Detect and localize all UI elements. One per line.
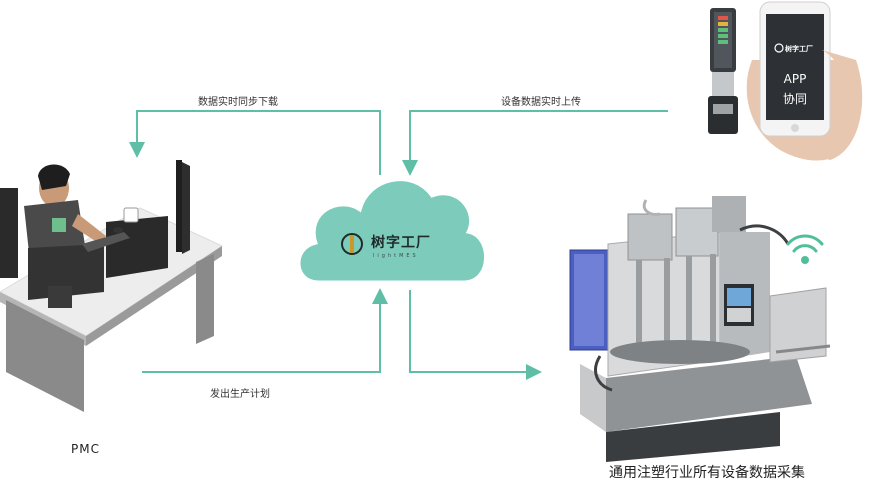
phone-logo: 树字工厂	[785, 45, 813, 53]
sync-down-label: 数据实时同步下载	[198, 97, 278, 108]
plan-arrow	[142, 288, 388, 373]
cloud-brand-sub: lightMES	[373, 253, 419, 259]
sync-down-arrow	[129, 110, 381, 175]
phone-app-line2: 协同	[782, 92, 807, 106]
upload-arrow	[402, 110, 668, 176]
phone-app-line1: APP	[783, 72, 807, 86]
cloud-brand: 树字工厂	[371, 235, 431, 251]
pmc-label: PMC	[71, 442, 100, 456]
upload-label: 设备数据实时上传	[501, 97, 581, 108]
plan-label: 发出生产计划	[210, 389, 270, 400]
phone-logo-icon	[774, 43, 784, 53]
caption: 通用注塑行业所有设备数据采集	[609, 465, 805, 481]
dispatch-arrow	[409, 290, 542, 380]
